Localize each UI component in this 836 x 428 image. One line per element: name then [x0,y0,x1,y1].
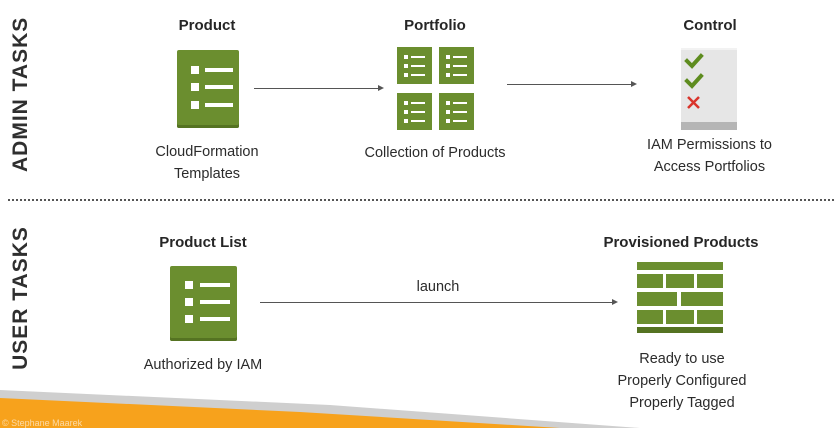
portfolio-caption: Collection of Products [364,145,506,161]
brick-wall-icon [637,262,723,333]
checklist-icon [681,48,737,130]
copyright-footer: © Stephane Maarek [2,418,83,428]
launch-label: launch [416,279,460,295]
portfolio-title: Portfolio [404,17,466,34]
provisioned-products-title: Provisioned Products [603,234,759,251]
product-list-caption: Authorized by IAM [143,357,263,373]
section-divider [8,199,834,201]
product-list-icon-user [170,266,237,341]
control-caption: IAM Permissions to Access Portfolios [647,137,772,175]
product-title: Product [178,17,236,34]
product-list-title: Product List [159,234,247,251]
product-caption: CloudFormation Templates [155,144,259,182]
portfolio-to-control-arrow [507,81,637,87]
admin-tasks-label: ADMIN TASKS [9,16,32,172]
product-list-icon [177,50,239,128]
portfolio-grid-icon [397,47,474,130]
control-title: Control [683,17,737,34]
product-to-portfolio-arrow [254,85,384,91]
user-tasks-label: USER TASKS [9,226,32,370]
launch-arrow [260,299,618,305]
provisioned-caption: Ready to use Properly Configured Properl… [617,351,747,411]
